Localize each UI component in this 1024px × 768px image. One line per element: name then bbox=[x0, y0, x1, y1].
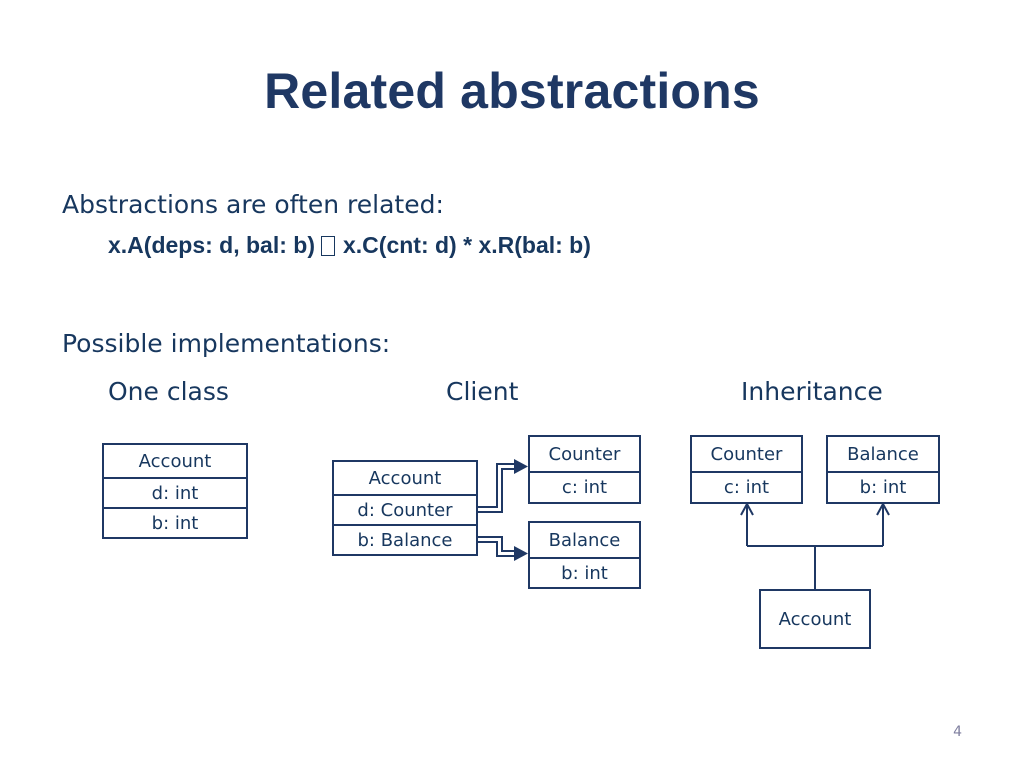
intro-text: Abstractions are often related: bbox=[62, 190, 444, 219]
inheritance-balance-box: Balance b: int bbox=[826, 435, 940, 504]
uml-class-name: Counter bbox=[710, 443, 783, 465]
page-number: 4 bbox=[953, 724, 962, 740]
uml-field: b: int bbox=[828, 471, 938, 502]
client-balance-box: Balance b: int bbox=[528, 521, 641, 589]
uml-field: c: int bbox=[692, 471, 801, 502]
uml-class-name: Balance bbox=[847, 443, 919, 465]
inheritance-counter-box: Counter c: int bbox=[690, 435, 803, 504]
formula: x.A(deps: d, bal: b) x.C(cnt: d) * x.R(ba… bbox=[108, 232, 591, 259]
uml-class-name: Counter bbox=[548, 443, 621, 465]
uml-field: c: int bbox=[530, 471, 639, 502]
uml-field: d: int bbox=[104, 477, 246, 507]
inheritance-account-box: Account bbox=[759, 589, 871, 649]
uml-class-name: Balance bbox=[548, 529, 621, 551]
uml-field: b: Balance bbox=[334, 524, 476, 554]
client-counter-box: Counter c: int bbox=[528, 435, 641, 504]
uml-field: b: int bbox=[530, 557, 639, 587]
uml-field: b: int bbox=[104, 507, 246, 537]
formula-right: x.C(cnt: d) * x.R(bal: b) bbox=[343, 232, 591, 258]
uml-class-name: Account bbox=[778, 608, 852, 630]
uml-class-name: Account bbox=[138, 450, 212, 472]
heading-client: Client bbox=[446, 377, 519, 406]
uml-class-name: Account bbox=[368, 467, 442, 489]
heading-inheritance: Inheritance bbox=[741, 377, 883, 406]
slide-title: Related abstractions bbox=[264, 63, 760, 119]
inheritance-connector bbox=[740, 501, 890, 589]
one-class-account-box: Account d: int b: int bbox=[102, 443, 248, 539]
client-b-balance-connector bbox=[478, 536, 528, 561]
client-account-box: Account d: Counter b: Balance bbox=[332, 460, 478, 556]
uml-field: d: Counter bbox=[334, 494, 476, 524]
missing-glyph-icon bbox=[321, 236, 335, 256]
formula-left: x.A(deps: d, bal: b) bbox=[108, 232, 315, 258]
implementations-label: Possible implementations: bbox=[62, 329, 391, 358]
client-d-counter-connector bbox=[478, 459, 528, 513]
heading-one-class: One class bbox=[108, 377, 229, 406]
